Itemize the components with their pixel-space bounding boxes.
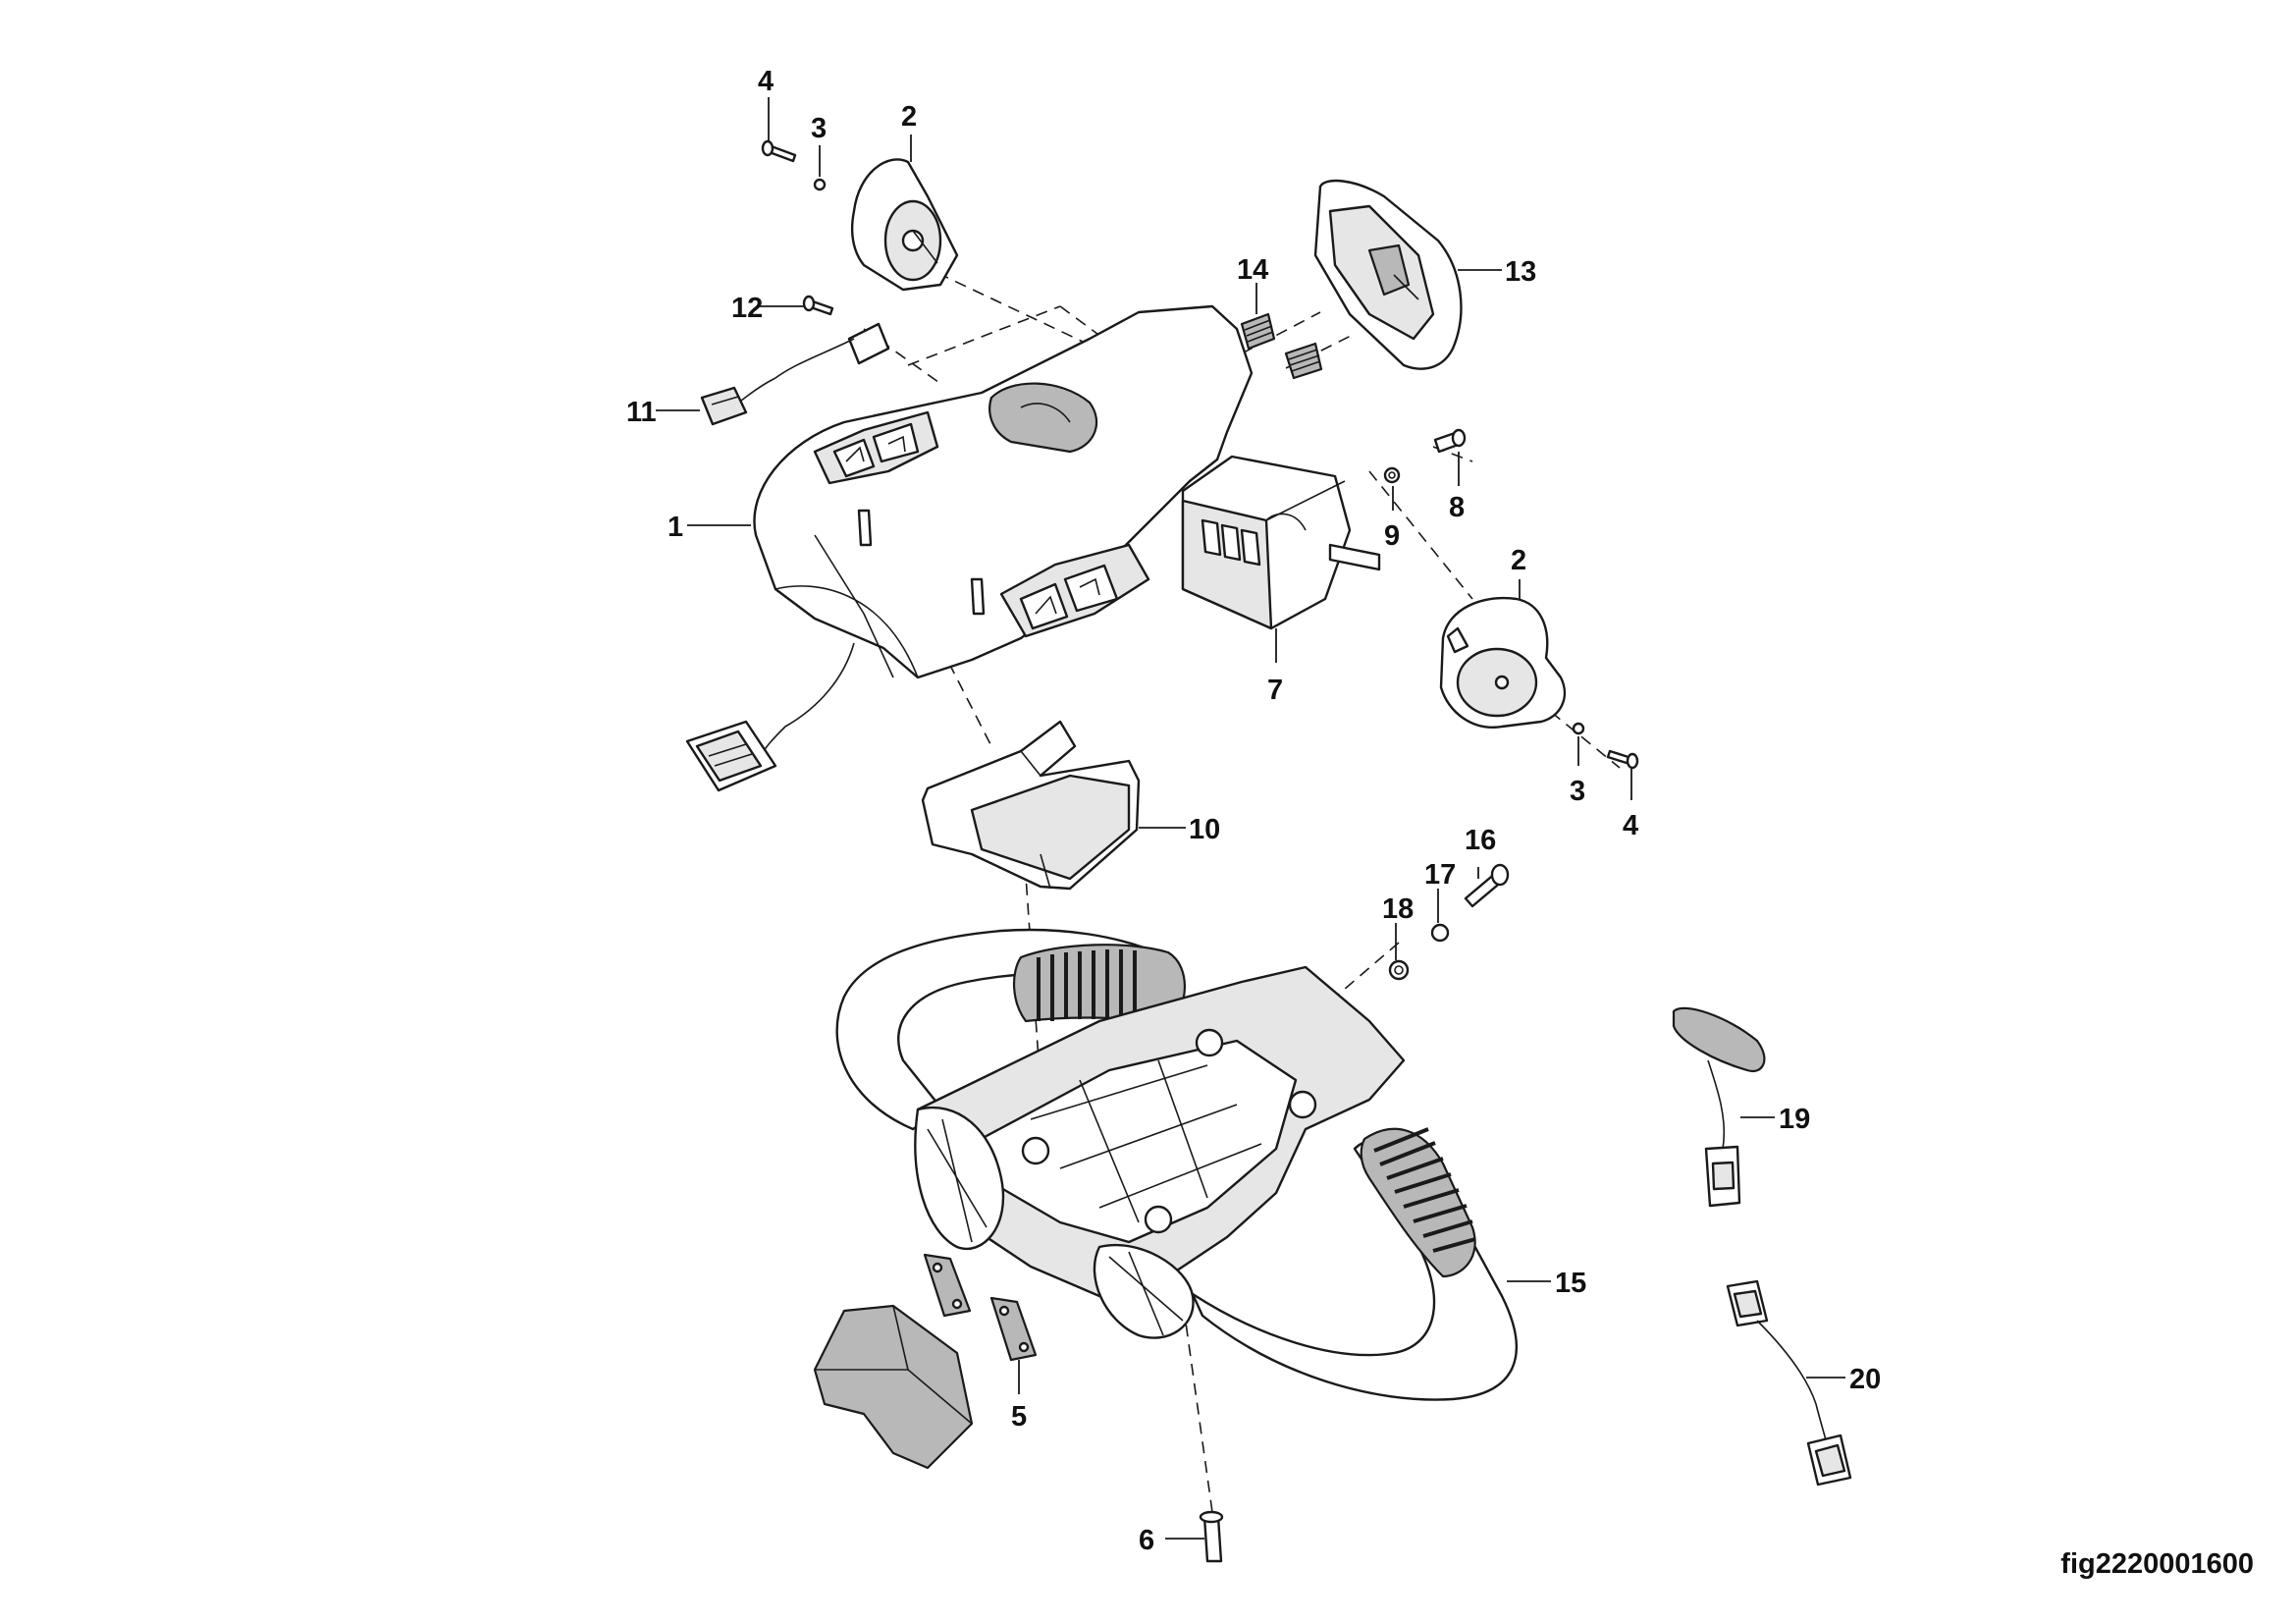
part-7-switch-block	[1181, 455, 1381, 630]
part-11-switch-harness	[700, 322, 890, 426]
callout-15: 15	[1555, 1268, 1586, 1299]
callout-6: 6	[1139, 1525, 1154, 1556]
callout-9: 9	[1384, 520, 1400, 552]
part-20-cable	[1726, 1279, 1852, 1487]
part-9-washer	[1383, 466, 1401, 484]
figure-id: fig2220001600	[2060, 1548, 2254, 1580]
part-3-washer-lower	[1572, 722, 1585, 735]
leader-lines	[656, 97, 1845, 1540]
callout-17: 17	[1424, 859, 1456, 891]
part-10-bracket	[921, 720, 1141, 891]
part-6-screw	[1199, 1510, 1224, 1563]
part-12-screw	[802, 295, 834, 316]
part-3-washer-upper	[813, 178, 827, 191]
callout-18: 18	[1382, 893, 1414, 925]
part-18-washer	[1388, 959, 1410, 981]
part-4-screw-lower	[1606, 749, 1639, 770]
right-grip-ribs	[1373, 1127, 1476, 1253]
part-14-springs	[1240, 312, 1323, 380]
part-19-pad-cable	[1672, 1006, 1766, 1208]
part-16-bolt	[1464, 863, 1510, 908]
left-grip-ribs	[1037, 949, 1137, 1021]
callout-1: 1	[667, 512, 683, 543]
callout-labels: 4 3 2 12 11 1 14 13 8 9 2 7 3 4 10 16 17…	[626, 66, 1881, 1556]
part-4-screw-upper	[761, 139, 797, 163]
callout-16: 16	[1465, 825, 1496, 856]
callout-3-right: 3	[1570, 776, 1585, 807]
part-5-mounting-plates	[813, 1253, 1038, 1470]
part-8-screw	[1433, 428, 1467, 454]
callout-3-top: 3	[811, 113, 827, 144]
callout-19: 19	[1779, 1104, 1810, 1135]
callout-2-right: 2	[1511, 545, 1526, 576]
part-13-rear-cap	[1313, 179, 1463, 370]
callout-4-right: 4	[1623, 810, 1638, 841]
part-2-end-cap-upper	[850, 158, 959, 292]
callout-8: 8	[1449, 492, 1465, 523]
part-15-handle-base	[835, 928, 1518, 1401]
callout-13: 13	[1505, 256, 1536, 288]
part-2-end-cap-lower	[1439, 596, 1567, 729]
part-1-control-head	[685, 304, 1254, 792]
part-17-nut	[1430, 923, 1450, 943]
callout-11: 11	[626, 397, 657, 428]
callout-4-top: 4	[758, 66, 774, 97]
callout-10: 10	[1189, 814, 1220, 845]
callout-20: 20	[1849, 1364, 1881, 1395]
callout-14: 14	[1237, 254, 1268, 286]
callout-5: 5	[1011, 1401, 1027, 1433]
callout-7: 7	[1267, 675, 1283, 706]
callout-2-top: 2	[901, 101, 917, 133]
callout-12: 12	[731, 293, 763, 324]
